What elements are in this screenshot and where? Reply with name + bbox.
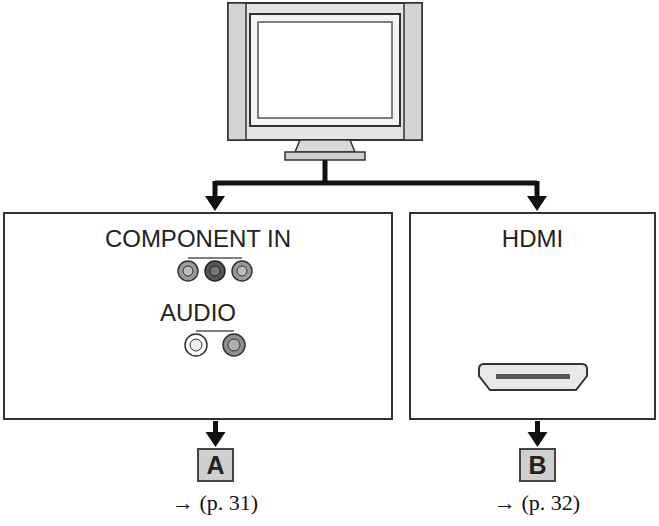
- section-letter: B: [522, 451, 552, 479]
- connector-label: HDMI: [411, 224, 654, 254]
- connector-label: COMPONENT IN: [5, 224, 391, 254]
- input-panel: COMPONENT IN AUDIO: [3, 212, 393, 420]
- flow-arrow: [206, 421, 226, 447]
- tv-illustration: [228, 3, 422, 160]
- section-tag: A: [197, 448, 234, 482]
- input-panel: HDMI: [409, 212, 656, 420]
- hdmi-port: [479, 364, 587, 390]
- connector-label: AUDIO: [5, 298, 391, 328]
- page-reference: → (p. 31): [172, 490, 258, 516]
- page-reference: → (p. 32): [494, 490, 580, 516]
- audio-jacks: [185, 331, 245, 356]
- section-letter: A: [200, 451, 230, 479]
- branch-arrows: [205, 160, 547, 211]
- flow-arrow: [528, 421, 548, 447]
- section-tag: B: [519, 448, 556, 482]
- component-jacks: [178, 258, 252, 281]
